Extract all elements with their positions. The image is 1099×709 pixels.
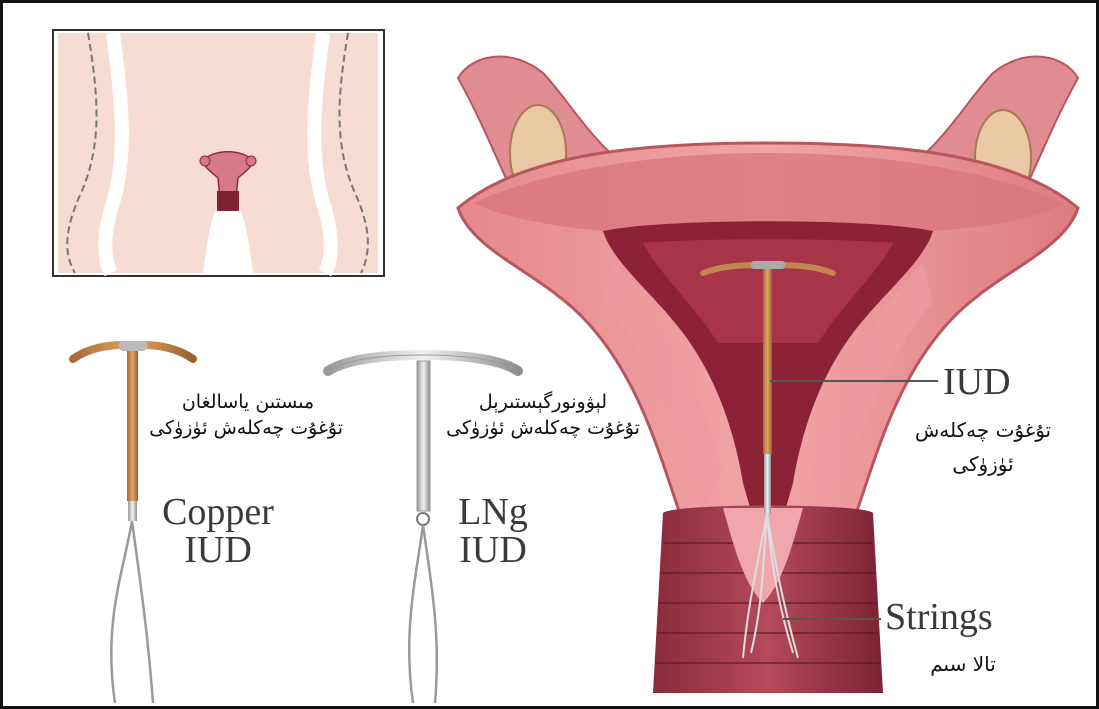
copper-iud-label-ug: مىستىن ياسالغان تۇغۇت چەكلەش ئۈزۈكى [153,389,343,441]
iud-label-ug: تۇغۇت چەكلەش ئۈزۈكى [883,413,1083,481]
strings-label: Strings [885,595,993,639]
strings-label-ug: تالا سىم [893,651,1033,677]
copper-iud-label: Copper IUD [143,493,293,569]
lng-iud-label-ug: لېۋونورگېستىرېل تۇغۇت چەكلەش ئۈزۈكى [433,389,653,441]
inset-body-figure [53,30,384,276]
lng-iud-label: LNg IUD [443,493,543,569]
iud-label: IUD [943,360,1011,404]
